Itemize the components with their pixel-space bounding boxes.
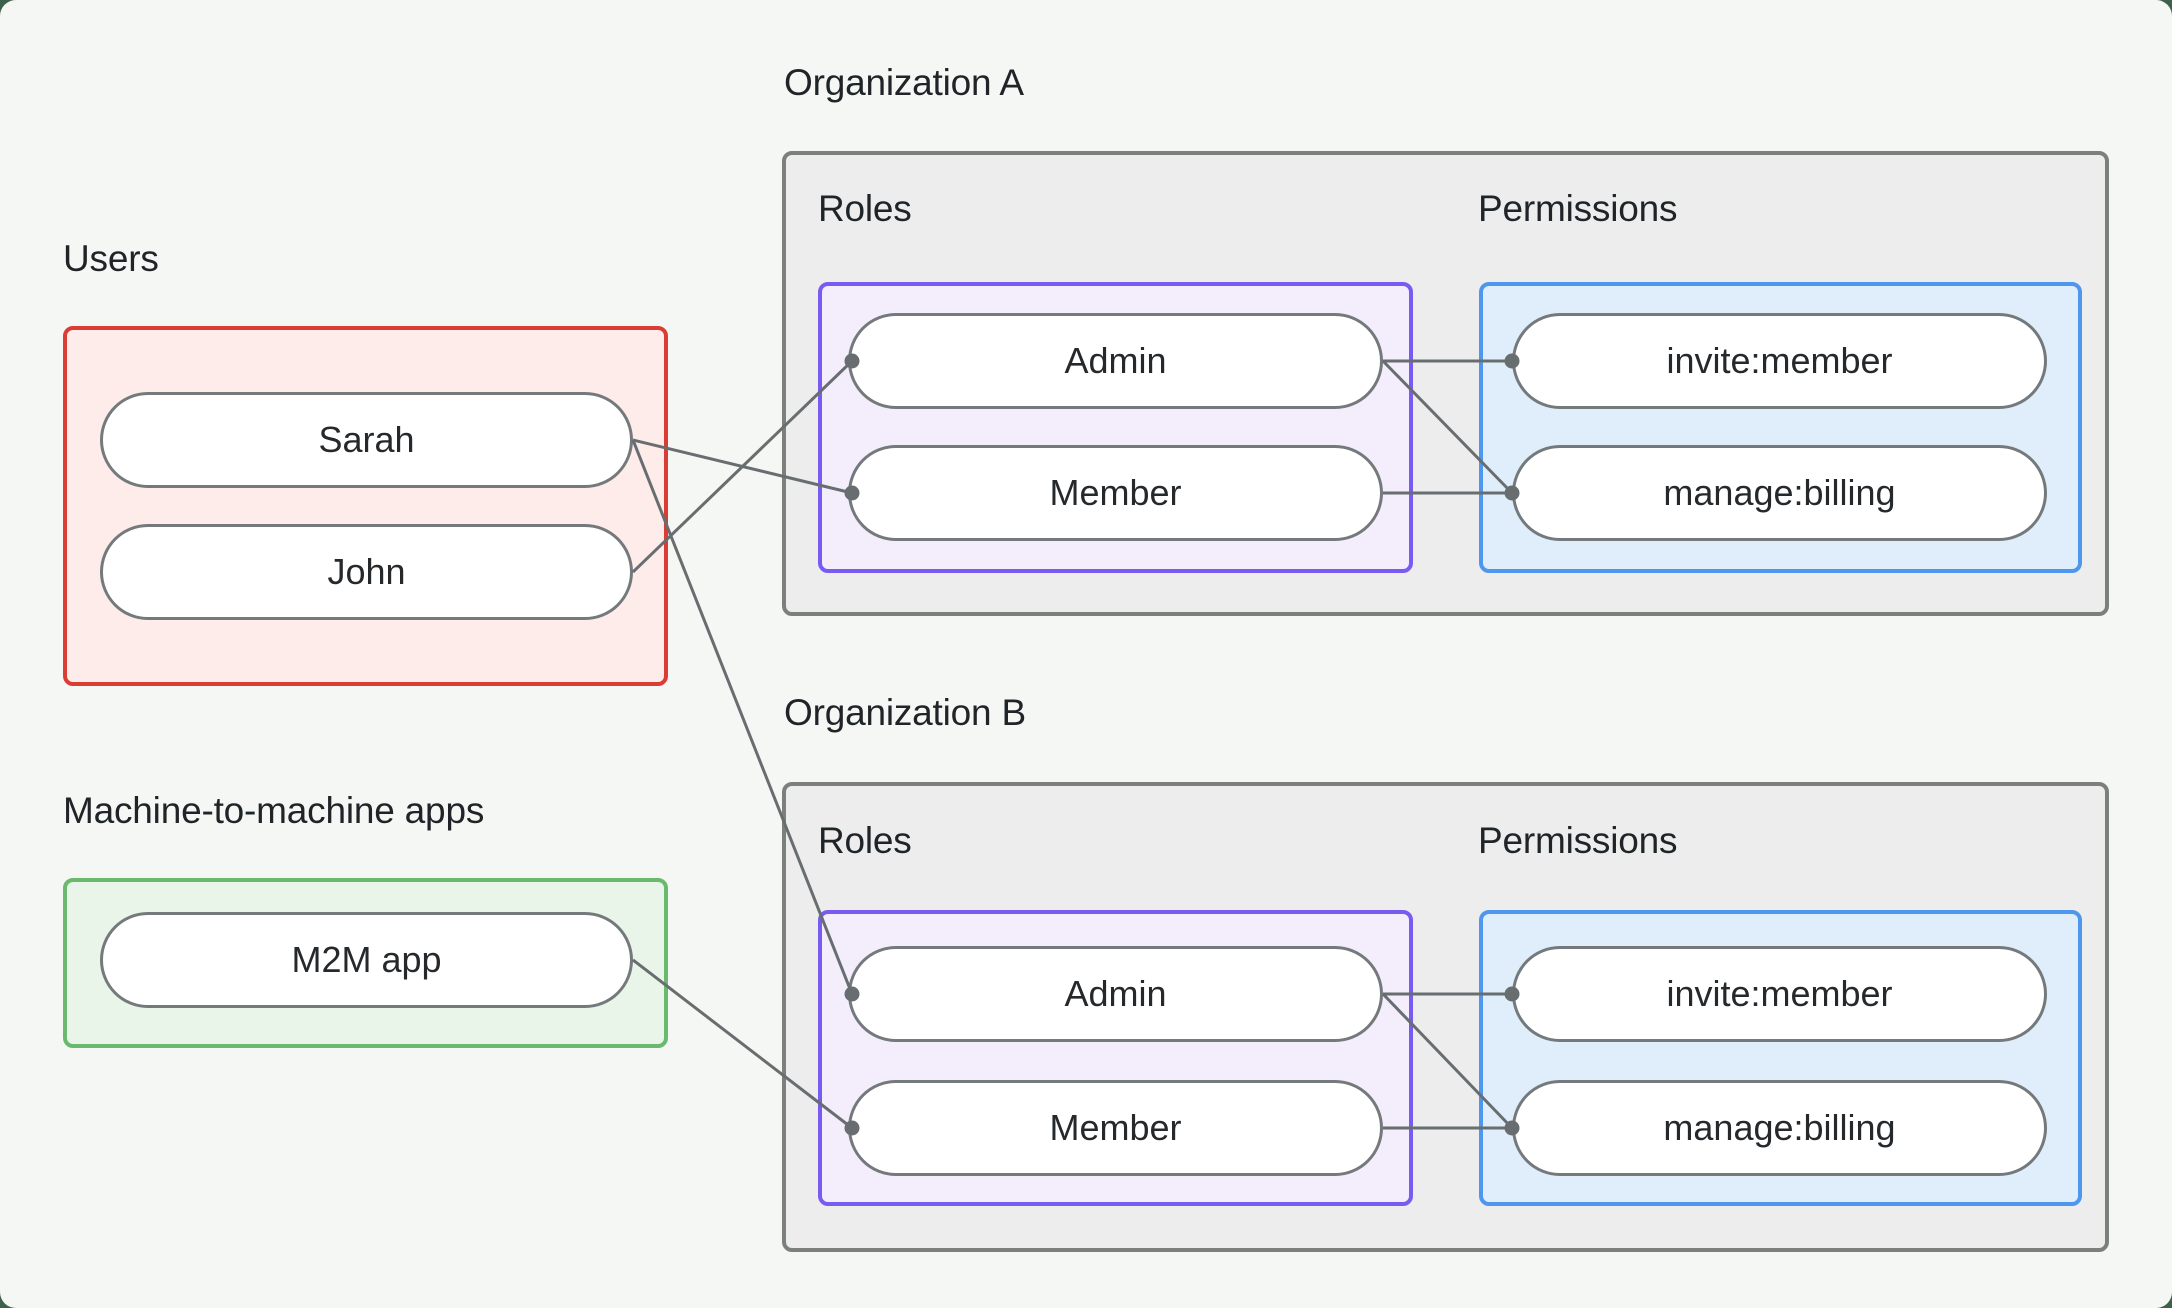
org-a-role-node-admin: Admin xyxy=(848,313,1383,409)
m2m-section-title: Machine-to-machine apps xyxy=(63,790,485,831)
user-node-sarah: Sarah xyxy=(100,392,633,488)
users-section-title: Users xyxy=(63,238,159,279)
m2m-app-node: M2M app xyxy=(100,912,633,1008)
org-b-permission-node-invite-member: invite:member xyxy=(1512,946,2047,1042)
org-a-permission-node-invite-member: invite:member xyxy=(1512,313,2047,409)
org-a-permissions-label: Permissions xyxy=(1478,188,1678,229)
org-a-permission-node-manage-billing: manage:billing xyxy=(1512,445,2047,541)
org-a-role-node-member: Member xyxy=(848,445,1383,541)
org-b-permissions-label: Permissions xyxy=(1478,820,1678,861)
org-a-title: Organization A xyxy=(784,62,1024,103)
org-b-role-node-member: Member xyxy=(848,1080,1383,1176)
org-b-title: Organization B xyxy=(784,692,1026,733)
org-b-role-node-admin: Admin xyxy=(848,946,1383,1042)
org-b-roles-label: Roles xyxy=(818,820,912,861)
org-b-permission-node-manage-billing: manage:billing xyxy=(1512,1080,2047,1176)
user-node-john: John xyxy=(100,524,633,620)
users-group-box xyxy=(63,326,668,686)
org-a-roles-label: Roles xyxy=(818,188,912,229)
